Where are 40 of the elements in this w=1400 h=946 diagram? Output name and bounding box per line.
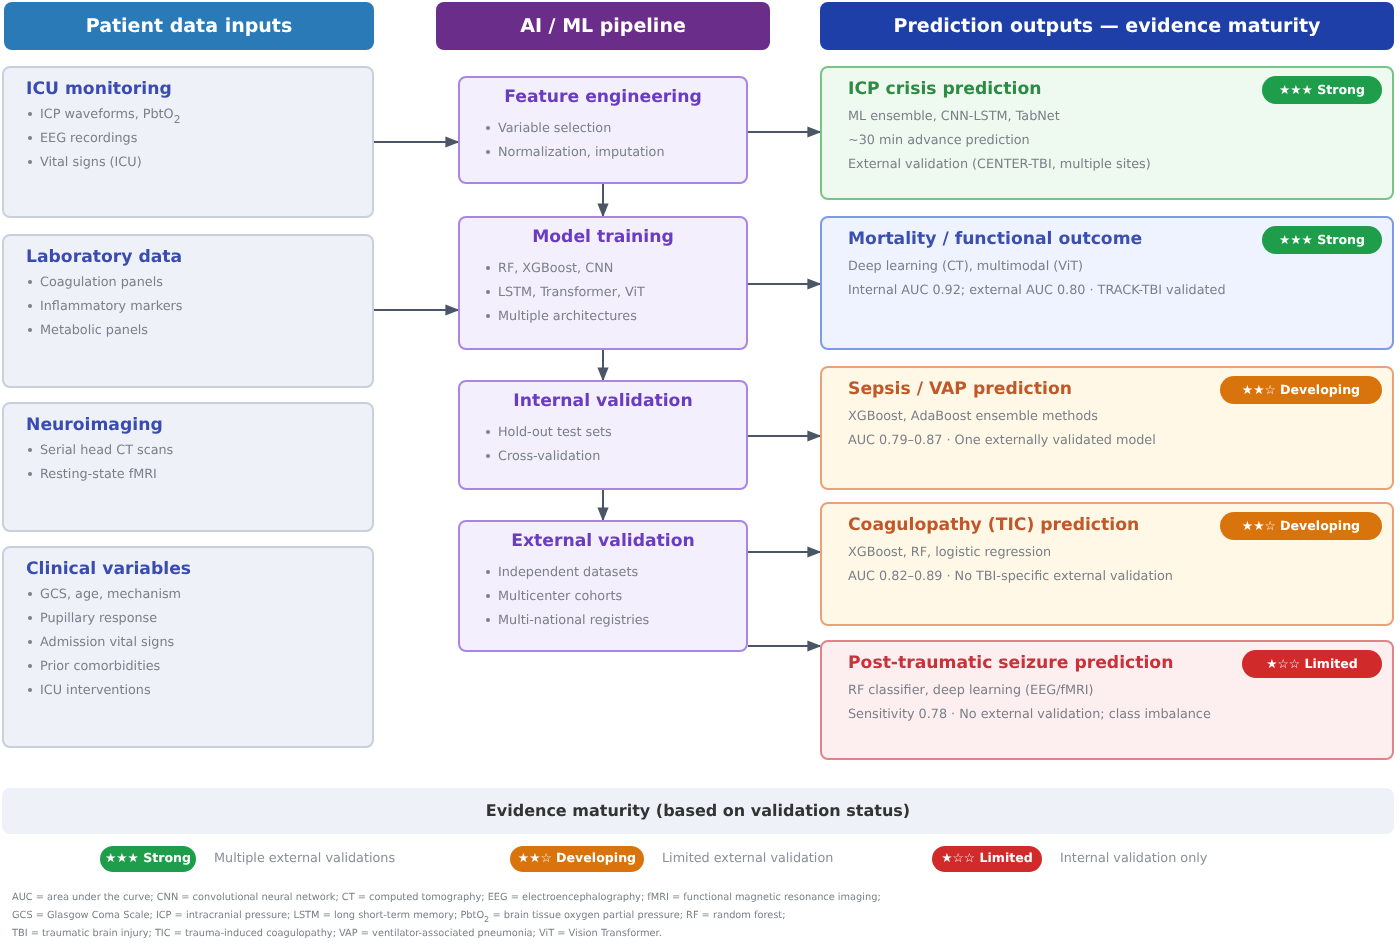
- input-card: [2, 402, 374, 532]
- prediction-card: [820, 66, 1394, 200]
- card-title: Feature engineering: [502, 88, 704, 108]
- arrow: [747, 278, 822, 290]
- input-card: [2, 66, 374, 218]
- card-title: ICU monitoring: [26, 80, 172, 100]
- prediction-card: [820, 502, 1394, 626]
- prediction-card: [820, 366, 1394, 490]
- arrow: [597, 183, 609, 218]
- column-header: AI / ML pipeline: [436, 2, 770, 50]
- arrow: [373, 304, 460, 316]
- prediction-card: [820, 640, 1394, 760]
- card-title: Laboratory data: [26, 248, 183, 268]
- card-title: Internal validation: [511, 392, 695, 412]
- arrow: [373, 136, 460, 148]
- card-title: Coagulopathy (TIC) prediction: [848, 516, 1140, 536]
- column-header: Prediction outputs — evidence maturity: [820, 2, 1394, 50]
- card-title: Model training: [530, 228, 676, 248]
- card-title: Clinical variables: [26, 560, 192, 580]
- pipeline-step-box: [458, 216, 748, 350]
- arrow: [597, 489, 609, 522]
- card-title: Mortality / functional outcome: [848, 230, 1143, 250]
- card-title: Neuroimaging: [26, 416, 163, 436]
- card-title: Sepsis / VAP prediction: [848, 380, 1072, 400]
- prediction-card: [820, 216, 1394, 350]
- arrow: [597, 349, 609, 382]
- card-title: ICP crisis prediction: [848, 80, 1042, 100]
- pipeline-step-box: [458, 380, 748, 490]
- card-title: Post-traumatic seizure prediction: [848, 654, 1174, 674]
- pipeline-step-box: [458, 520, 748, 652]
- arrow: [747, 546, 822, 558]
- arrow: [747, 640, 822, 652]
- arrow: [747, 126, 822, 138]
- pipeline-step-box: [458, 76, 748, 184]
- arrow: [747, 430, 822, 442]
- input-card: [2, 234, 374, 388]
- legend-heading-band: Evidence maturity (based on validation status): [2, 788, 1394, 834]
- input-card: [2, 546, 374, 748]
- column-header: Patient data inputs: [4, 2, 374, 50]
- card-title: External validation: [509, 532, 697, 552]
